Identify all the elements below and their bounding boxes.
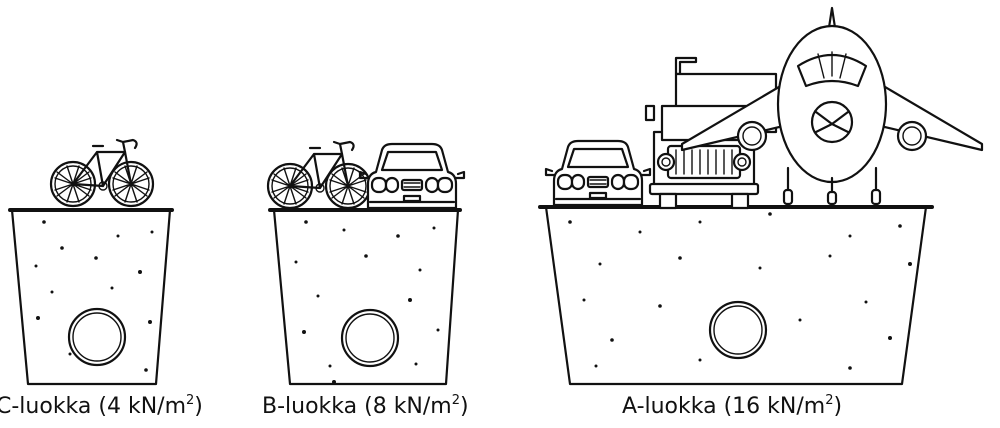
bicycle-icon <box>49 138 155 208</box>
panel-c <box>8 138 174 386</box>
pipe-icon <box>67 307 127 367</box>
car-icon <box>544 139 652 207</box>
soil-trench <box>272 208 460 386</box>
soil-dots <box>568 212 912 370</box>
caption-text: C-luokka (4 kN/m <box>0 394 186 419</box>
car-icon <box>358 142 466 210</box>
caption-c: C-luokka (4 kN/m2) <box>0 394 203 419</box>
caption-close: ) <box>833 394 843 419</box>
caption-a: A-luokka (16 kN/m2) <box>622 394 842 419</box>
panel-a <box>538 6 984 386</box>
caption-text: A-luokka (16 kN/m <box>622 394 826 419</box>
caption-b: B-luokka (8 kN/m2) <box>262 394 469 419</box>
soil-trench <box>544 205 928 386</box>
pipe-icon <box>708 300 768 360</box>
bicycle-icon <box>266 140 372 210</box>
caption-close: ) <box>460 394 469 419</box>
soil-trench <box>10 208 172 386</box>
pipe-icon <box>340 308 400 368</box>
caption-exponent: 2 <box>825 393 834 408</box>
caption-exponent: 2 <box>186 393 195 408</box>
soil-dots <box>34 220 154 372</box>
soil-dots <box>294 220 440 384</box>
panel-b <box>266 140 466 386</box>
caption-exponent: 2 <box>451 393 461 408</box>
caption-text: B-luokka (8 kN/m <box>262 394 452 419</box>
caption-close: ) <box>194 394 203 419</box>
